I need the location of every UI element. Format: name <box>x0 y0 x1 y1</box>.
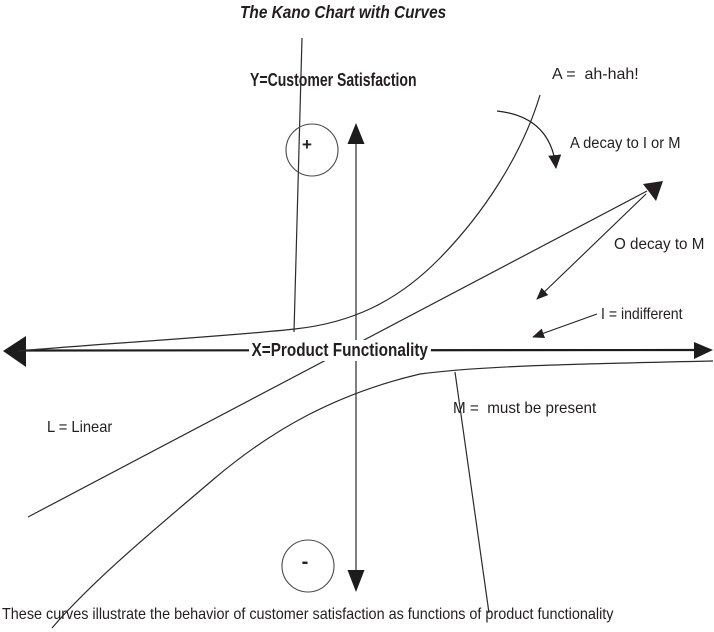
chart-title: The Kano Chart with Curves <box>240 2 447 22</box>
o-decay-arrow <box>536 193 647 300</box>
o-decay-arrowhead <box>643 181 663 201</box>
a-label: A = ah-hah! <box>552 66 639 83</box>
m-curve <box>51 360 714 629</box>
plus-symbol: + <box>302 135 312 154</box>
x-axis-label: X=Product Functionality <box>249 340 431 361</box>
a-curve <box>17 94 541 352</box>
a-decay-arrow <box>496 110 562 169</box>
caption: These curves illustrate the behavior of … <box>2 606 614 623</box>
a-decay-label: A decay to I or M <box>570 135 681 152</box>
o-decay-label: O decay to M <box>614 236 705 253</box>
minus-symbol: - <box>301 551 309 573</box>
i-pointer-arrow <box>532 313 598 338</box>
l-label: L = Linear <box>47 419 113 436</box>
minus-circle <box>281 539 335 593</box>
a-steep-line <box>293 37 303 333</box>
plus-circle <box>285 123 339 177</box>
i-label: I = indifferent <box>601 306 683 323</box>
m-label: M = must be present <box>453 400 597 417</box>
y-axis-label: Y=Customer Satisfaction <box>250 70 417 90</box>
m-pointer-line <box>454 371 490 614</box>
